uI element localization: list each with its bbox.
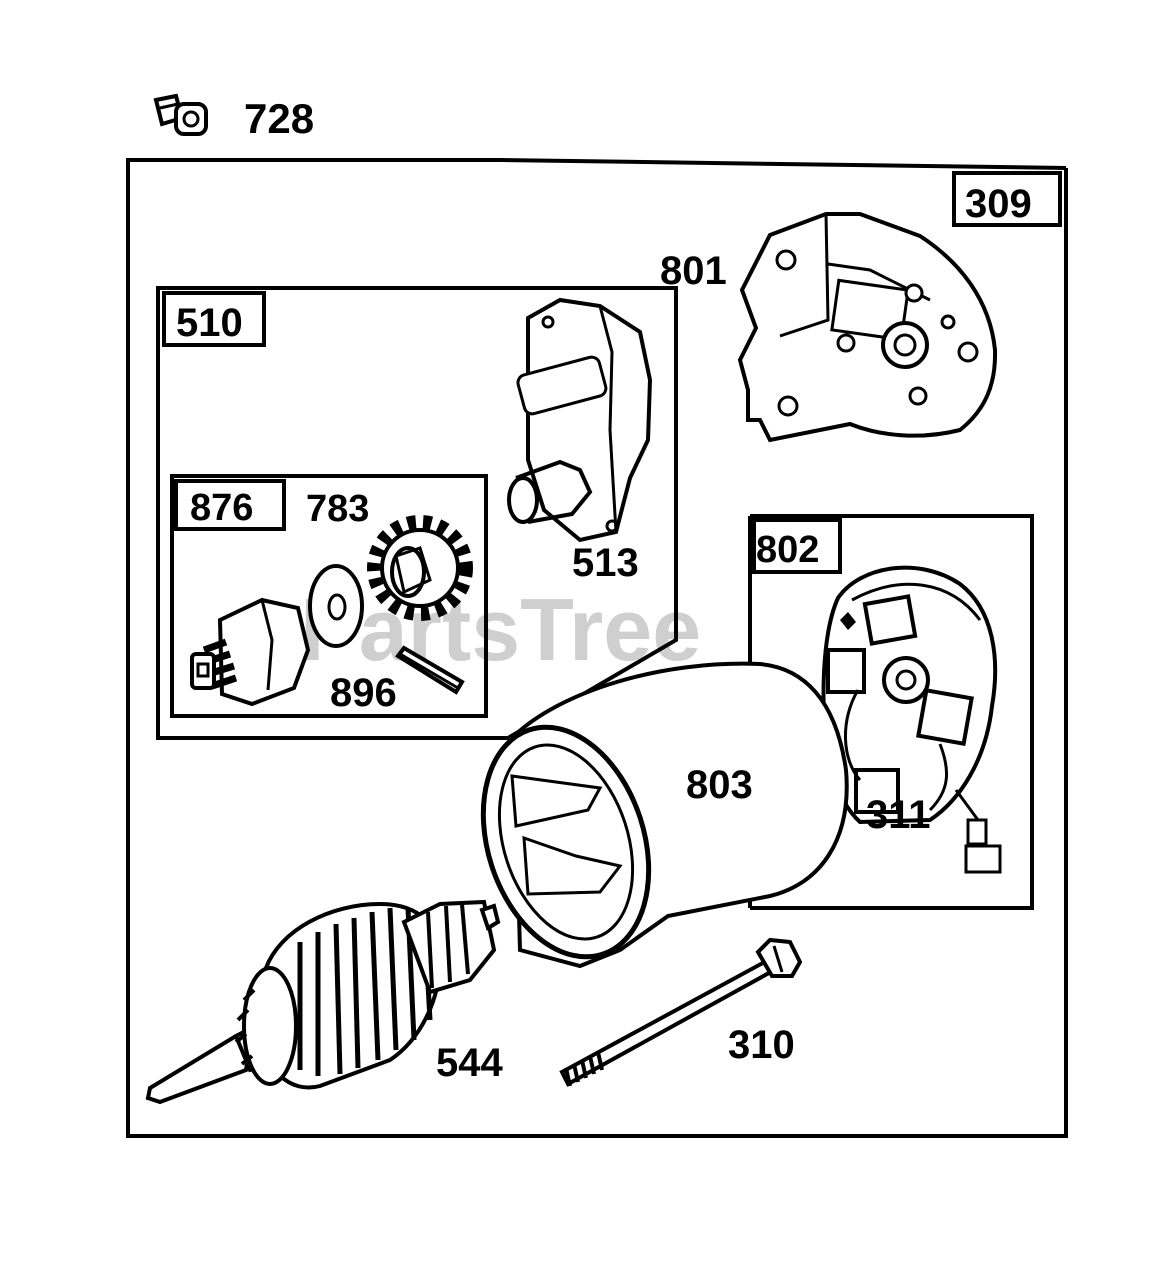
label-801: 801 bbox=[660, 249, 727, 293]
label-309: 309 bbox=[965, 182, 1032, 226]
label-310: 310 bbox=[728, 1023, 795, 1067]
label-876: 876 bbox=[190, 487, 253, 529]
end-plate-801 bbox=[737, 212, 998, 443]
drive-assembly-box-876 bbox=[170, 474, 488, 718]
label-513: 513 bbox=[572, 541, 639, 585]
label-803: 803 bbox=[686, 763, 753, 807]
outer-frame-309 bbox=[126, 158, 1068, 1138]
label-896: 896 bbox=[330, 671, 397, 715]
through-bolt-310 bbox=[559, 937, 803, 1087]
pin-896 bbox=[395, 645, 465, 695]
drive-housing-513 bbox=[507, 297, 653, 543]
washer bbox=[308, 564, 364, 648]
label-728: 728 bbox=[244, 95, 314, 142]
motor-housing-803 bbox=[480, 661, 849, 969]
armature-544 bbox=[145, 899, 501, 1105]
brush-assembly-311 bbox=[821, 565, 1002, 874]
bolt-728 bbox=[153, 93, 208, 136]
gear-783 bbox=[367, 515, 473, 621]
label-311: 311 bbox=[866, 793, 931, 837]
brush-cap-box-802 bbox=[748, 514, 1034, 910]
label-783: 783 bbox=[306, 488, 369, 530]
label-802: 802 bbox=[756, 529, 819, 571]
pinion-spring-assembly bbox=[190, 597, 311, 707]
label-510: 510 bbox=[176, 301, 243, 345]
label-544: 544 bbox=[436, 1041, 503, 1085]
